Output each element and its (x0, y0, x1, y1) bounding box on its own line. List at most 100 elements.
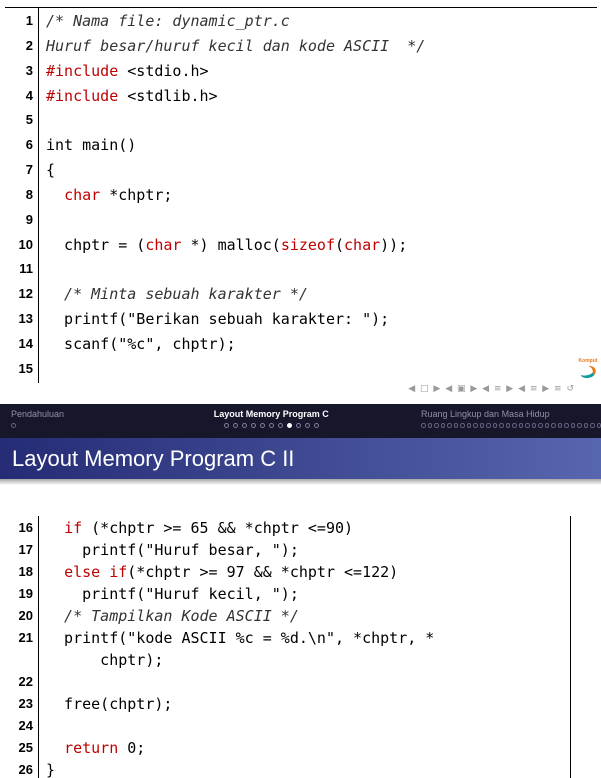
code-listing-bottom: 16 if (*chptr >= 65 && *chptr <=90)17 pr… (0, 517, 569, 778)
code-line: 11 (0, 257, 601, 282)
code-text: else if(*chptr >= 97 && *chptr <=122) (37, 561, 398, 583)
line-number: 12 (18, 286, 33, 302)
code-plain: (*chptr >= 65 && *chptr <=90) (82, 519, 354, 537)
slide-dot[interactable] (557, 423, 562, 428)
frame-title-shadow (0, 479, 601, 485)
code-plain: scanf("%c", chptr); (46, 334, 236, 353)
institution-logo: Komput (577, 358, 599, 384)
slide-dot[interactable] (479, 423, 484, 428)
line-number: 25 (18, 740, 33, 755)
header-section-pendahuluan[interactable]: Pendahuluan (0, 404, 180, 438)
code-line: 23 free(chptr); (0, 693, 569, 715)
slide-dot[interactable] (259, 423, 265, 428)
slide-dot[interactable] (492, 423, 497, 428)
line-number: 14 (18, 335, 33, 351)
slide-dot[interactable] (590, 423, 595, 428)
slide-dot[interactable] (453, 423, 458, 428)
slide-dot[interactable] (232, 423, 238, 428)
code-comment: /* Minta sebuah karakter */ (46, 285, 308, 304)
code-listing-top: 1/* Nama file: dynamic_ptr.c 2 Huruf besar… (0, 9, 601, 382)
code-plain: printf("kode ASCII %c = %d.\n", *chptr, … (46, 629, 435, 647)
code-text: #include <stdio.h> (37, 59, 209, 84)
code-line: 17 printf("Huruf besar, "); (0, 539, 569, 561)
code-line: 5 (0, 108, 601, 133)
slide-dot[interactable] (277, 423, 283, 428)
code-keyword: char (344, 235, 381, 254)
slide-dot[interactable] (564, 423, 569, 428)
slide-dot[interactable] (313, 423, 319, 428)
slide-dot[interactable] (486, 423, 491, 428)
code-comment: Huruf besar/huruf kecil dan kode ASCII *… (46, 36, 426, 55)
code-text: printf("Huruf kecil, "); (37, 583, 299, 605)
code-comment: /* Nama file: dynamic_ptr.c (46, 12, 290, 30)
beamer-navigation-symbols[interactable]: ◀ □ ▶ ◀ ▣ ▶ ◀ ≡ ▶ ◀ ≡ ▶ ≡ ↺ (408, 384, 575, 394)
code-line: 16 if (*chptr >= 65 && *chptr <=90) (0, 517, 569, 539)
code-line: 9 (0, 208, 601, 233)
code-plain: <stdlib.h> (118, 86, 218, 105)
code-line: 22 (0, 671, 569, 693)
code-plain: chptr = ( (46, 235, 146, 254)
line-number (0, 649, 37, 671)
section-title: Ruang Lingkup dan Masa Hidup (421, 409, 550, 419)
slide-dot[interactable] (421, 423, 426, 428)
line-number: 20 (18, 608, 33, 623)
code-plain (46, 186, 64, 204)
listing-right-border-bottom (570, 516, 571, 778)
slide-dot[interactable] (250, 423, 256, 428)
slide-dot[interactable] (434, 423, 439, 428)
slide-dot[interactable] (583, 423, 588, 428)
slide-dot[interactable] (241, 423, 247, 428)
code-plain: int main() (46, 136, 137, 155)
slide-dot[interactable] (11, 423, 16, 428)
slide-dot[interactable] (304, 423, 310, 428)
code-plain: printf("Huruf kecil, "); (46, 585, 299, 603)
line-number: 18 (18, 564, 33, 579)
slide-dot[interactable] (531, 423, 536, 428)
code-plain: ( (335, 235, 345, 254)
code-text: printf("Berikan sebuah karakter: "); (37, 307, 389, 332)
slide-dot[interactable] (512, 423, 517, 428)
slide-dot[interactable] (505, 423, 510, 428)
slide-dot-current[interactable] (286, 423, 292, 428)
line-number: 11 (19, 261, 33, 277)
code-keyword: char (145, 235, 182, 254)
slide-dot[interactable] (427, 423, 432, 428)
slide-dot[interactable] (570, 423, 575, 428)
code-plain: chptr); (46, 651, 164, 669)
header-section-layout-memory-program-c[interactable]: Layout Memory Program C (180, 404, 363, 438)
slide-dot[interactable] (518, 423, 523, 428)
slide-dot[interactable] (577, 423, 582, 428)
slide-dot[interactable] (525, 423, 530, 428)
code-line: 25 return 0; (0, 737, 569, 759)
line-number: 3 (25, 62, 33, 78)
slide-dot[interactable] (447, 423, 452, 428)
slide-dot[interactable] (551, 423, 556, 428)
code-keyword: else (64, 563, 101, 581)
slide-dot[interactable] (499, 423, 504, 428)
section-title: Layout Memory Program C (213, 409, 329, 419)
slide-dot[interactable] (538, 423, 543, 428)
slide-dot[interactable] (223, 423, 229, 428)
code-line: 1/* Nama file: dynamic_ptr.c (0, 9, 601, 34)
code-keyword: if (64, 519, 83, 537)
code-plain (100, 563, 109, 581)
slide-dot[interactable] (544, 423, 549, 428)
code-line: 19 printf("Huruf kecil, "); (0, 583, 569, 605)
code-text: printf("kode ASCII %c = %d.\n", *chptr, … (37, 627, 434, 649)
slide-dot[interactable] (295, 423, 301, 428)
code-line: 20 /* Tampilkan Kode ASCII */ (0, 605, 569, 627)
line-number: 2 (25, 37, 33, 53)
slide-dot[interactable] (473, 423, 478, 428)
code-line: 3#include <stdio.h> (0, 59, 601, 84)
code-text (37, 357, 46, 382)
slide-dot[interactable] (440, 423, 445, 428)
slide-dot[interactable] (596, 423, 601, 428)
slide-dot[interactable] (466, 423, 471, 428)
header-section-ruang-lingkup-dan-masa-hidup[interactable]: Ruang Lingkup dan Masa Hidup (363, 404, 601, 438)
slide-dot[interactable] (460, 423, 465, 428)
slide-dot[interactable] (268, 423, 274, 428)
code-text: Huruf besar/huruf kecil dan kode ASCII *… (37, 34, 425, 59)
code-text: if (*chptr >= 65 && *chptr <=90) (37, 517, 353, 539)
logo-graphic (578, 364, 598, 380)
